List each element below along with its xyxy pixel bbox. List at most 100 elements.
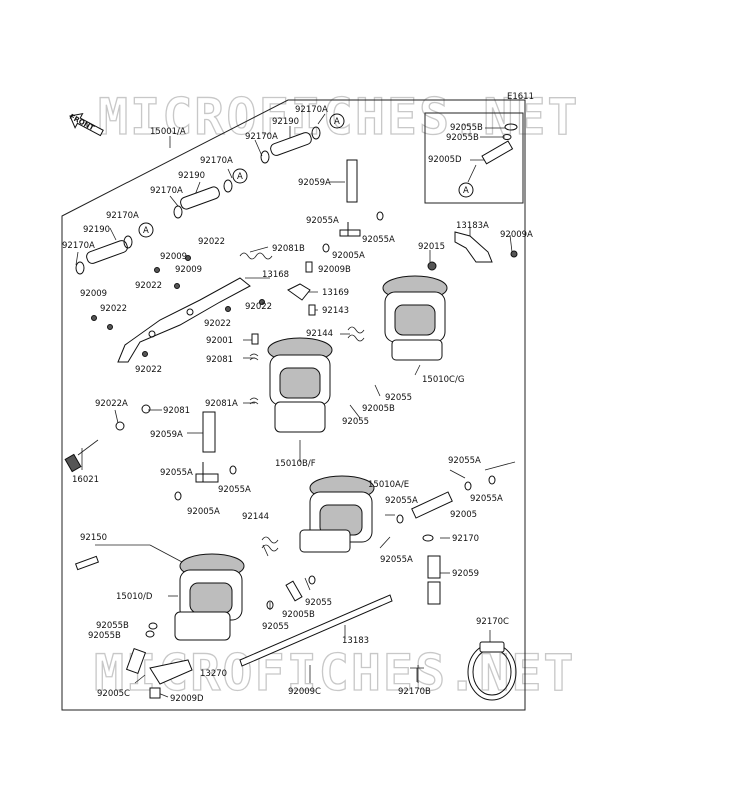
pipe-92059A-top: [322, 159, 384, 253]
label-92005A-1: 92005A: [332, 251, 365, 261]
fasteners: [91, 250, 518, 431]
hose-92190-mid: [173, 168, 248, 219]
label-15001A: 15001/A: [150, 127, 186, 137]
label-92022-6: 92022: [135, 365, 162, 375]
carburetor-15010CG: [382, 275, 448, 361]
callout-a-label-1: A: [334, 117, 340, 127]
label-92170A-5: 92170A: [106, 211, 139, 221]
carburetor-15010AE: [299, 475, 375, 553]
callout-a-label-3: A: [143, 226, 149, 236]
label-92055-4: 92055: [262, 622, 289, 632]
label-92055A-2: 92055A: [362, 235, 395, 245]
label-92055-1: 92055: [385, 393, 412, 403]
label-92190-3: 92190: [83, 225, 110, 235]
front-arrow-icon: [69, 112, 104, 137]
callout-a-1: [329, 113, 345, 129]
label-92005C: 92005C: [97, 689, 130, 699]
callout-a-label-4: A: [463, 186, 469, 196]
label-92055-2: 92055: [342, 417, 369, 427]
figure-code: E1611: [507, 92, 534, 102]
label-92081-2: 92081: [163, 406, 190, 416]
label-92055A-8: 92055A: [380, 555, 413, 565]
label-15010D: 15010/D: [116, 592, 153, 602]
label-92143: 92143: [322, 306, 349, 316]
label-92009-2: 92009: [175, 265, 202, 275]
fitting-92005-right: [396, 475, 496, 605]
label-92022A: 92022A: [95, 399, 128, 409]
label-92059A-2: 92059A: [150, 430, 183, 440]
hose-92190-top: [260, 113, 345, 164]
label-92009D: 92009D: [170, 694, 204, 704]
label-92009A: 92009A: [500, 230, 533, 240]
pipe-92059A-mid: [174, 411, 237, 501]
label-92055A-3: 92055A: [160, 468, 193, 478]
sensor-16021: [64, 439, 99, 473]
label-92022-5: 92022: [204, 319, 231, 329]
label-92005: 92005: [450, 510, 477, 520]
label-92022-2: 92022: [135, 281, 162, 291]
label-92059: 92059: [452, 569, 479, 579]
label-13169: 13169: [322, 288, 349, 298]
bracket-13270: [125, 622, 193, 699]
label-92190-1: 92190: [272, 117, 299, 127]
label-13183: 13183: [342, 636, 369, 646]
label-92005B-1: 92005B: [362, 404, 395, 414]
label-92055B-1: 92055B: [450, 123, 483, 133]
label-92009C: 92009C: [288, 687, 321, 697]
label-92055B-3: 92055B: [96, 621, 129, 631]
hose-92190-low: [75, 222, 154, 275]
fuel-rail-13183: [239, 575, 393, 667]
label-15010AE: 15010A/E: [368, 480, 409, 490]
spring-92144-low: [261, 536, 279, 552]
label-92144-2: 92144: [242, 512, 269, 522]
label-92022-4: 92022: [245, 302, 272, 312]
label-16021: 16021: [72, 475, 99, 485]
label-92009B: 92009B: [318, 265, 351, 275]
linkage-plate: [117, 277, 251, 363]
label-92170B: 92170B: [398, 687, 431, 697]
label-13183A: 13183A: [456, 221, 489, 231]
assembly-frame: [61, 99, 526, 711]
label-92015: 92015: [418, 242, 445, 252]
label-92170A-6: 92170A: [62, 241, 95, 251]
label-92055A-7: 92055A: [385, 496, 418, 506]
label-92022-1: 92022: [198, 237, 225, 247]
label-92144-1: 92144: [306, 329, 333, 339]
label-92005D: 92005D: [428, 155, 462, 165]
carburetor-15010D: [174, 553, 245, 641]
label-92055B-4: 92055B: [88, 631, 121, 641]
label-92055A-5: 92055A: [448, 456, 481, 466]
label-92055B-2: 92055B: [446, 133, 479, 143]
clamp-92170B: [410, 667, 424, 682]
label-92150: 92150: [80, 533, 107, 543]
label-92009-1: 92009: [160, 252, 187, 262]
screw-92150: [74, 555, 100, 571]
bracket-13183A: [454, 231, 493, 263]
label-15010BF: 15010B/F: [275, 459, 316, 469]
inset-box: [424, 112, 524, 204]
label-92170: 92170: [452, 534, 479, 544]
label-92005A-2: 92005A: [187, 507, 220, 517]
inset-fitting: [458, 123, 518, 198]
label-92009-3: 92009: [80, 289, 107, 299]
label-92170C: 92170C: [476, 617, 509, 627]
label-92170A-3: 92170A: [200, 156, 233, 166]
label-92055A-1: 92055A: [306, 216, 339, 226]
label-92055A-4: 92055A: [218, 485, 251, 495]
label-92081B: 92081B: [272, 244, 305, 254]
label-92055A-6: 92055A: [470, 494, 503, 504]
label-13168: 13168: [262, 270, 289, 280]
clamp-92170C: [467, 641, 517, 701]
label-13270: 13270: [200, 669, 227, 679]
spring-92081B: [239, 252, 273, 260]
label-92001: 92001: [206, 336, 233, 346]
label-92170A-2: 92170A: [245, 132, 278, 142]
label-92005B-2: 92005B: [282, 610, 315, 620]
label-92081-1: 92081: [206, 355, 233, 365]
label-15010CG: 15010C/G: [422, 375, 464, 385]
label-92059A-1: 92059A: [298, 178, 331, 188]
label-92081A: 92081A: [205, 399, 238, 409]
label-92055-3: 92055: [305, 598, 332, 608]
label-92190-2: 92190: [178, 171, 205, 181]
